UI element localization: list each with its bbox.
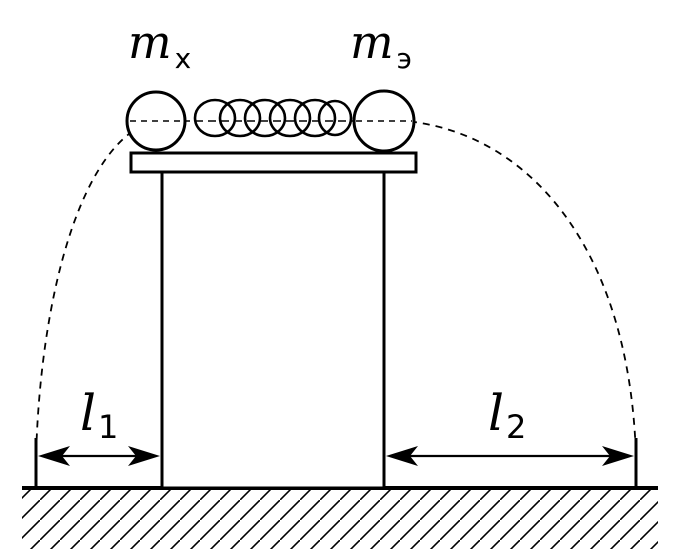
distance-arrow-left xyxy=(38,446,160,466)
label-distance-right: l2 xyxy=(488,384,526,446)
table-block xyxy=(160,170,386,490)
label-distance-left: l1 xyxy=(80,384,118,446)
distance-arrow-right xyxy=(386,446,634,466)
trajectory-right xyxy=(383,119,637,459)
ground-hatching xyxy=(22,489,658,549)
spring xyxy=(193,98,353,138)
table-top-plate xyxy=(129,151,418,174)
